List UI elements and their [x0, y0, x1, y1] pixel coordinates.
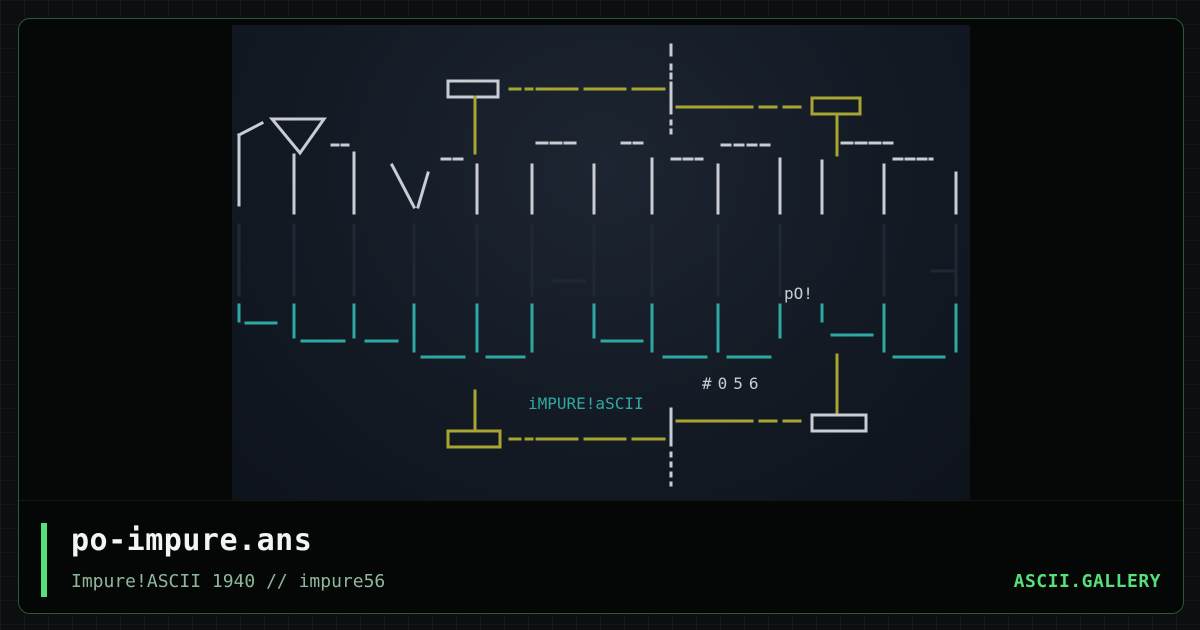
- art-top-right-hammer: [675, 96, 862, 157]
- art-tag-group: iMPURE!aSCII: [528, 394, 644, 413]
- art-letters-middle: [237, 223, 958, 297]
- site-brand-link[interactable]: ASCII.GALLERY: [1013, 571, 1161, 592]
- card-info-panel: po-impure.ans Impure!ASCII 1940 // impur…: [19, 500, 1183, 613]
- art-tag-number: #056: [702, 374, 765, 393]
- card-frame: pO! iMPURE!aSCII #056 po-impure.ans Impu…: [18, 18, 1184, 614]
- art-tag-po: pO!: [784, 284, 813, 303]
- art-letters-upper: [236, 117, 958, 215]
- artwork-subtitle: Impure!ASCII 1940 // impure56: [71, 571, 386, 592]
- art-letters-lower: [237, 303, 958, 359]
- artwork-title[interactable]: po-impure.ans: [71, 523, 313, 558]
- ascii-artwork-preview[interactable]: pO! iMPURE!aSCII #056: [232, 25, 970, 505]
- ascii-art-svg: pO! iMPURE!aSCII #056: [236, 43, 958, 487]
- art-top-left-hammer: [446, 79, 666, 155]
- art-bottom-hammers: [446, 353, 868, 449]
- accent-bar: [41, 523, 47, 597]
